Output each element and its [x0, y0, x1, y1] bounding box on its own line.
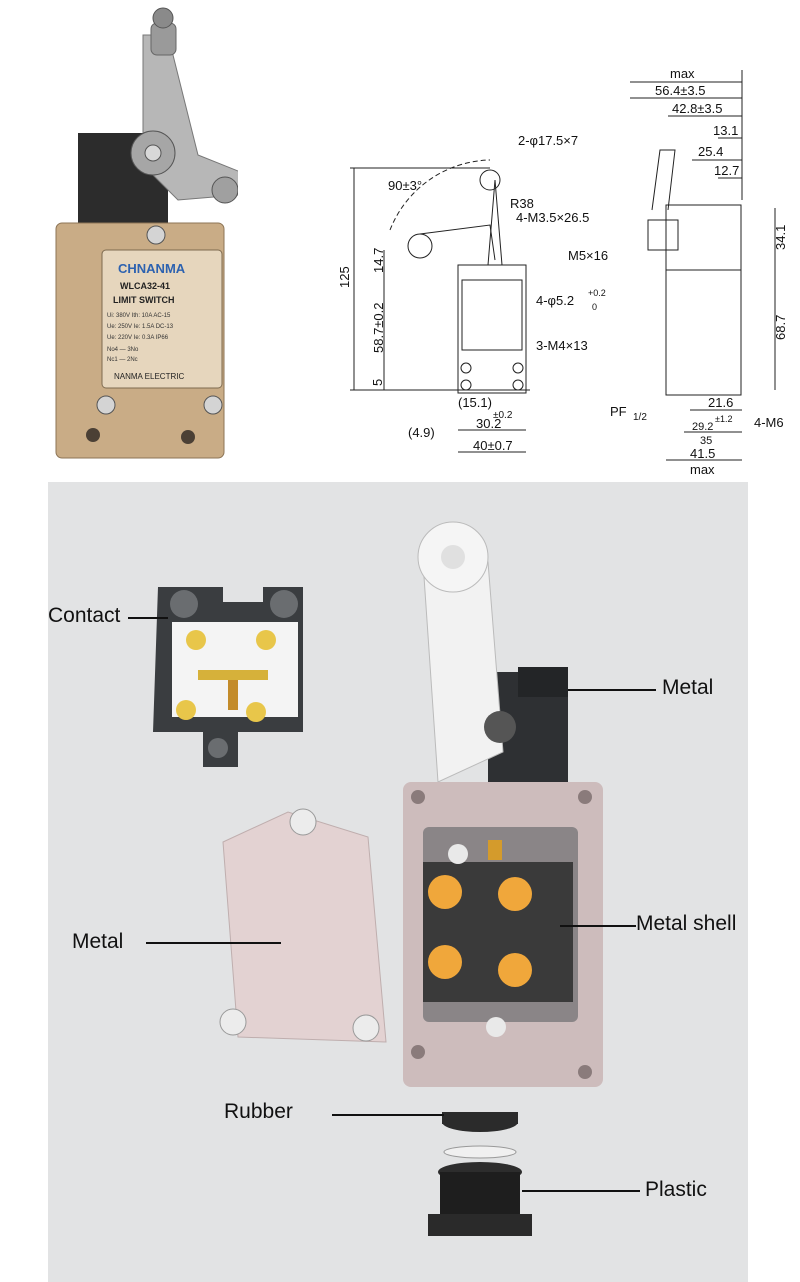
side-view-lever [651, 149, 676, 211]
label-contact: Contact [48, 604, 121, 627]
swing-arc [389, 159, 491, 231]
dim-30-tol: ±0.2 [493, 410, 513, 421]
dim-hole-tol-low: 0 [592, 302, 597, 312]
metal-cover [219, 808, 387, 1043]
dim-roller-hole: 2-φ17.5×7 [518, 133, 578, 148]
dim-screw-a: 4-M3.5×26.5 [516, 210, 589, 225]
front-hole-2 [512, 362, 524, 374]
dim-15: (15.1) [458, 395, 492, 410]
dim-radius: R38 [510, 196, 534, 211]
spec-line-3: Ue: 220V Ie: 0.3A IP66 [107, 335, 169, 341]
dim-29: 29.2 [692, 421, 713, 433]
front-hole-4 [512, 379, 524, 391]
label-metal-cover: Metal [72, 930, 124, 953]
mount-hole-left [86, 428, 100, 442]
front-view-body [457, 264, 527, 394]
metal-head [417, 521, 568, 792]
housing-screw-top [146, 225, 166, 245]
dim-68: 68.7 [773, 315, 788, 340]
contact-line-2: Nc1 — 2Nc [107, 357, 138, 363]
front-arm [419, 224, 496, 261]
front-hole-3 [460, 379, 472, 391]
dim-25: 25.4 [698, 144, 723, 159]
dim-m5: M5×16 [568, 248, 608, 263]
dim-hole-tol-up: +0.2 [588, 288, 606, 298]
dim-screw-b: 3-M4×13 [536, 338, 588, 353]
leader-metal-shell [560, 925, 636, 927]
dim-56: 56.4±3.5 [655, 83, 706, 98]
dimension-drawing-svg: max 56.4±3.5 42.8±3.5 13.1 25.4 12.7 2-φ… [337, 66, 788, 477]
leader-rubber [332, 1114, 444, 1116]
metal-shell [403, 782, 603, 1087]
spec-line-2: Ue: 250V Ie: 1.5A DC-13 [107, 324, 174, 330]
dim-5: 5 [370, 379, 385, 386]
side-view-body [665, 269, 742, 396]
dim-13: 13.1 [713, 123, 738, 138]
mount-hole-right [181, 430, 195, 444]
dim-angle: 90±3° [388, 178, 422, 193]
dim-12: 12.7 [714, 163, 739, 178]
dim-29-tol: ±1.2 [715, 414, 732, 424]
leader-plastic [522, 1190, 640, 1192]
leader-contact [128, 617, 168, 619]
product-text: LIMIT SWITCH [113, 295, 175, 305]
housing-screw-left [96, 395, 116, 415]
dim-34: 34.1 [773, 225, 788, 250]
dim-pf: PF [610, 404, 627, 419]
dim-m6: 4-M6 [754, 415, 784, 430]
dim-35: 35 [700, 435, 712, 447]
rubber-ring [442, 1112, 518, 1159]
label-plastic: Plastic [645, 1178, 707, 1201]
dim-mount-hole: 4-φ5.2 [536, 293, 574, 308]
contact-block [153, 587, 303, 767]
dim-4: (4.9) [408, 425, 435, 440]
dimension-drawing: max 56.4±3.5 42.8±3.5 13.1 25.4 12.7 2-φ… [330, 60, 800, 480]
model-text: WLCA32-41 [120, 281, 170, 291]
leader-metal-cover [146, 942, 281, 944]
lever-arm [142, 34, 249, 201]
dim-pf-frac: 1/2 [633, 412, 647, 423]
side-view-hub [647, 219, 679, 251]
front-roller-left [407, 233, 433, 259]
dim-max-bottom: max [690, 462, 715, 477]
dim-42: 42.8±3.5 [672, 101, 723, 116]
dim-max-top: max [670, 66, 695, 81]
roller-bolt [152, 7, 174, 29]
dim-14: 14.7 [371, 248, 386, 273]
plastic-gland [428, 1162, 532, 1236]
dim-41: 41.5 [690, 446, 715, 461]
dim-21: 21.6 [708, 395, 733, 410]
label-metal-shell: Metal shell [636, 912, 737, 935]
label-metal-top: Metal [662, 676, 714, 699]
side-view-head [665, 204, 742, 271]
side-roller [211, 176, 239, 204]
exploded-view-svg [153, 521, 603, 1236]
hub-screw [144, 144, 162, 162]
limit-switch-photo: CHNANMA WLCA32-41 LIMIT SWITCH Ui: 380V … [48, 5, 249, 460]
brand-text: CHNANMA [118, 261, 186, 276]
nameplate [101, 249, 223, 389]
dim-30: 30.2 [476, 416, 501, 431]
front-lever [487, 179, 503, 266]
front-roller-top [479, 169, 501, 191]
front-view-window [461, 279, 523, 351]
leader-metal-top [568, 689, 656, 691]
spec-line-1: Ui: 380V Ith: 10A AC-15 [107, 313, 171, 319]
exploded-view: Contact Metal Metal Metal shell Rubber P… [48, 482, 748, 1282]
dim-40: 40±0.7 [473, 438, 513, 453]
label-rubber: Rubber [224, 1100, 293, 1123]
limit-switch-illustration: CHNANMA WLCA32-41 LIMIT SWITCH Ui: 380V … [55, 7, 249, 459]
contact-line-1: No4 — 3No [107, 347, 139, 353]
maker-text: NANMA ELECTRIC [114, 372, 184, 381]
dim-58: 58.7±0.2 [371, 302, 386, 353]
housing-screw-right [203, 395, 223, 415]
dim-125: 125 [337, 266, 352, 288]
front-hole-1 [460, 362, 472, 374]
